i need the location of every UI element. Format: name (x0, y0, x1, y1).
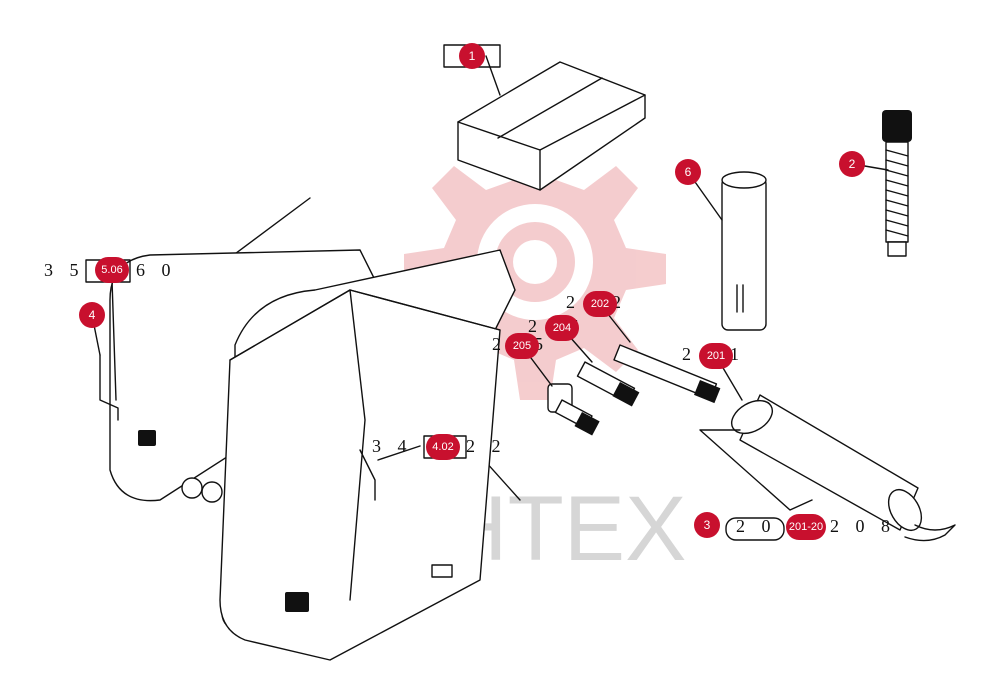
part-code-left-suffix: 6 0 (136, 260, 177, 280)
callout-205[interactable]: 205 (505, 333, 539, 359)
callout-4-02[interactable]: 4.02 (426, 434, 460, 460)
part-box (457, 61, 646, 191)
part-spring-screw (882, 110, 912, 257)
callout-2[interactable]: 2 (839, 151, 865, 177)
part-code-left-prefix: 3 5 (44, 260, 85, 280)
part-code-201-suffix: 1 (730, 344, 745, 364)
part-code-201-prefix: 2 (682, 344, 697, 364)
part-grease-gun (699, 394, 956, 542)
part-code-mid-prefix: 3 4 (372, 436, 413, 456)
callout-1[interactable]: 1 (459, 43, 485, 69)
callout-201-20[interactable]: 201-20 (786, 514, 826, 540)
part-code-3-prefix: 2 0 (736, 516, 777, 536)
part-code-204-prefix: 2 (528, 316, 543, 336)
callout-5-06[interactable]: 5.06 (95, 257, 129, 283)
callout-6[interactable]: 6 (675, 159, 701, 185)
part-code-202-prefix: 2 (566, 292, 581, 312)
part-cylinder (721, 171, 767, 331)
part-machine-cabinet (99, 197, 521, 661)
part-code-mid-suffix: 2 2 (466, 436, 507, 456)
callout-201[interactable]: 201 (699, 343, 733, 369)
callout-202[interactable]: 202 (583, 291, 617, 317)
part-fittings (547, 344, 721, 436)
part-code-205-prefix: 2 (492, 334, 507, 354)
part-code-3-suffix: 2 0 8 (830, 516, 896, 536)
callout-204[interactable]: 204 (545, 315, 579, 341)
callout-4[interactable]: 4 (79, 302, 105, 328)
callout-3[interactable]: 3 (694, 512, 720, 538)
